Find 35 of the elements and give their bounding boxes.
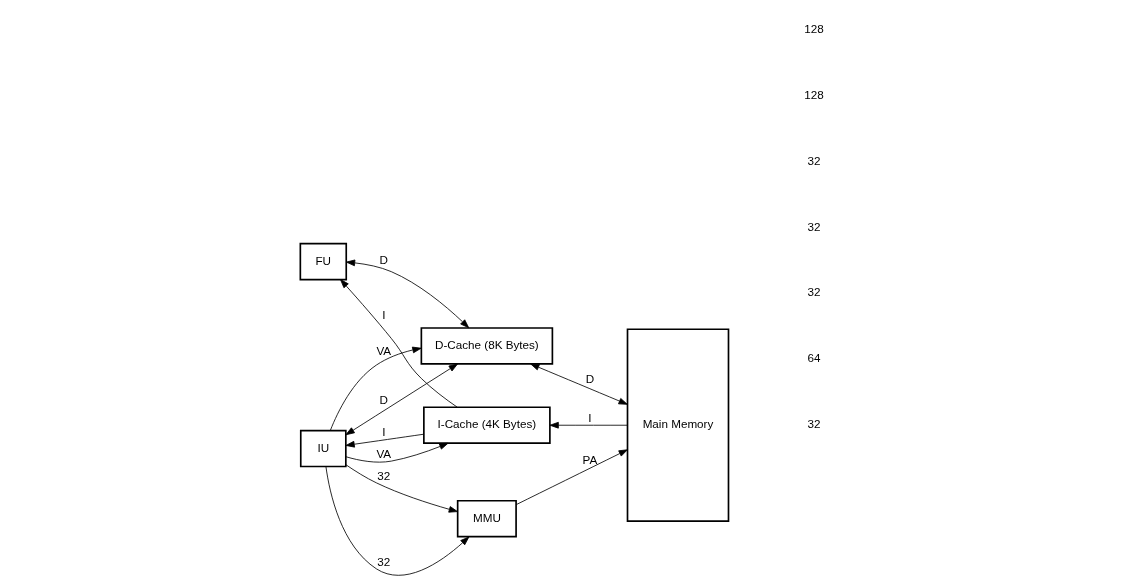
arrow <box>329 346 422 431</box>
edge-label: I <box>588 411 592 425</box>
node-box: Main Memory <box>626 328 730 523</box>
edge-label: VA <box>376 344 392 358</box>
edge-label: D <box>379 392 389 406</box>
arrow <box>345 442 449 463</box>
edge-label: I <box>382 307 386 321</box>
edge-label: D <box>585 371 595 385</box>
arrow <box>325 466 470 576</box>
node-box: I-Cache (4K Bytes) <box>423 406 551 444</box>
edge-label: 32 <box>377 554 391 568</box>
arrow <box>549 421 628 429</box>
label: 64 <box>807 351 821 365</box>
arrow <box>345 259 470 329</box>
node-box: FU <box>299 242 348 281</box>
edge-label: D <box>379 253 389 267</box>
arrow <box>516 449 628 505</box>
node-box: MMU <box>456 499 517 538</box>
node-box: IU <box>299 429 347 468</box>
label: 128 <box>804 87 824 101</box>
label: 32 <box>807 285 821 299</box>
label: 32 <box>807 417 821 431</box>
label: 128 <box>804 21 824 35</box>
edge-label: I <box>382 425 386 439</box>
edge-label: 32 <box>377 468 391 482</box>
label: 32 <box>807 219 821 233</box>
arrow <box>345 363 458 436</box>
node-box: D-Cache (8K Bytes) <box>420 327 554 365</box>
arrow <box>340 279 458 408</box>
arrow <box>530 363 628 405</box>
edge-label: PA <box>582 452 598 466</box>
label: 32 <box>807 153 821 167</box>
arrow <box>345 464 458 513</box>
arrow <box>345 433 425 448</box>
edge-label: VA <box>376 446 392 460</box>
